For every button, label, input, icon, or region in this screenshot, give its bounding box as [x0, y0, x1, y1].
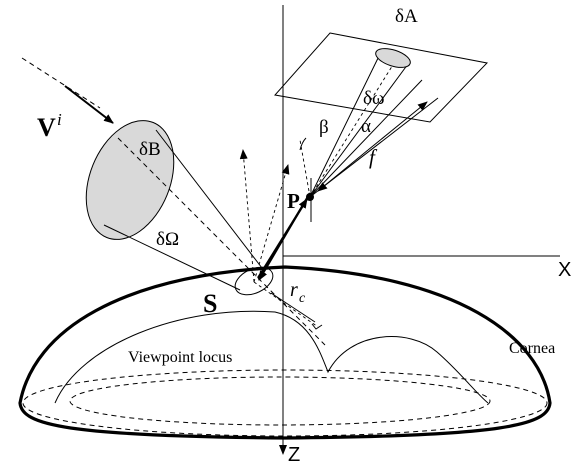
radius-line: [253, 281, 319, 328]
radius-leader: [270, 292, 316, 323]
cone-edge-left: [309, 51, 382, 198]
source-cone-upper: [155, 129, 263, 269]
incident-superscript: i: [57, 110, 62, 129]
cornea-label: Cornea: [509, 340, 555, 357]
focal-arrow-1: [317, 149, 369, 192]
incident-arrow: [64, 85, 114, 124]
solid-angle-label: δΩ: [156, 229, 179, 250]
alpha-label: α: [361, 116, 371, 137]
image-plane: [274, 32, 489, 123]
p-normal-dashed: [299, 139, 311, 198]
s-vector-arrow: [258, 192, 311, 281]
focal-length-label: f: [369, 145, 378, 169]
incident-ray-through-disk: [117, 137, 326, 346]
radius-label: r: [290, 279, 298, 301]
beta-arc: [299, 137, 307, 151]
viewpoint-dot: [306, 193, 314, 201]
viewpoint-label: P: [287, 189, 300, 213]
source-disk: [85, 120, 175, 240]
dashed-reflection: [253, 164, 290, 283]
z-axis-label: Z: [288, 444, 300, 464]
surface-normal-label: S: [203, 289, 217, 318]
image-area-label: δA: [395, 6, 418, 27]
radius-subscript: c: [299, 291, 306, 306]
dashed-normal: [239, 149, 255, 283]
viewpoint-locus-label: Viewpoint locus: [128, 349, 232, 366]
surface-patch: [234, 266, 274, 296]
x-axis-label: X: [558, 259, 571, 281]
focal-arrow-2: [367, 101, 428, 151]
image-plane-normal: [309, 79, 423, 198]
incident-symbol: V: [37, 113, 56, 142]
source-cone-lower: [103, 224, 241, 291]
viewpoint-locus-curve: [54, 310, 489, 404]
inner-dashed-ellipse: [22, 369, 548, 437]
pixel-solid-angle-label: δω: [363, 88, 384, 109]
beta-label: β: [319, 117, 329, 138]
pixel-area: [375, 48, 411, 68]
right-angle-mark: [311, 323, 323, 330]
cornea-dome: [18, 265, 552, 440]
camera-axis-dashed: [309, 59, 397, 198]
source-area-label: δB: [139, 139, 161, 160]
cone-edge-right: [309, 63, 409, 198]
incident-ray-dashed: [21, 57, 101, 109]
viewpoint-locus-base-ellipse: [69, 376, 491, 426]
